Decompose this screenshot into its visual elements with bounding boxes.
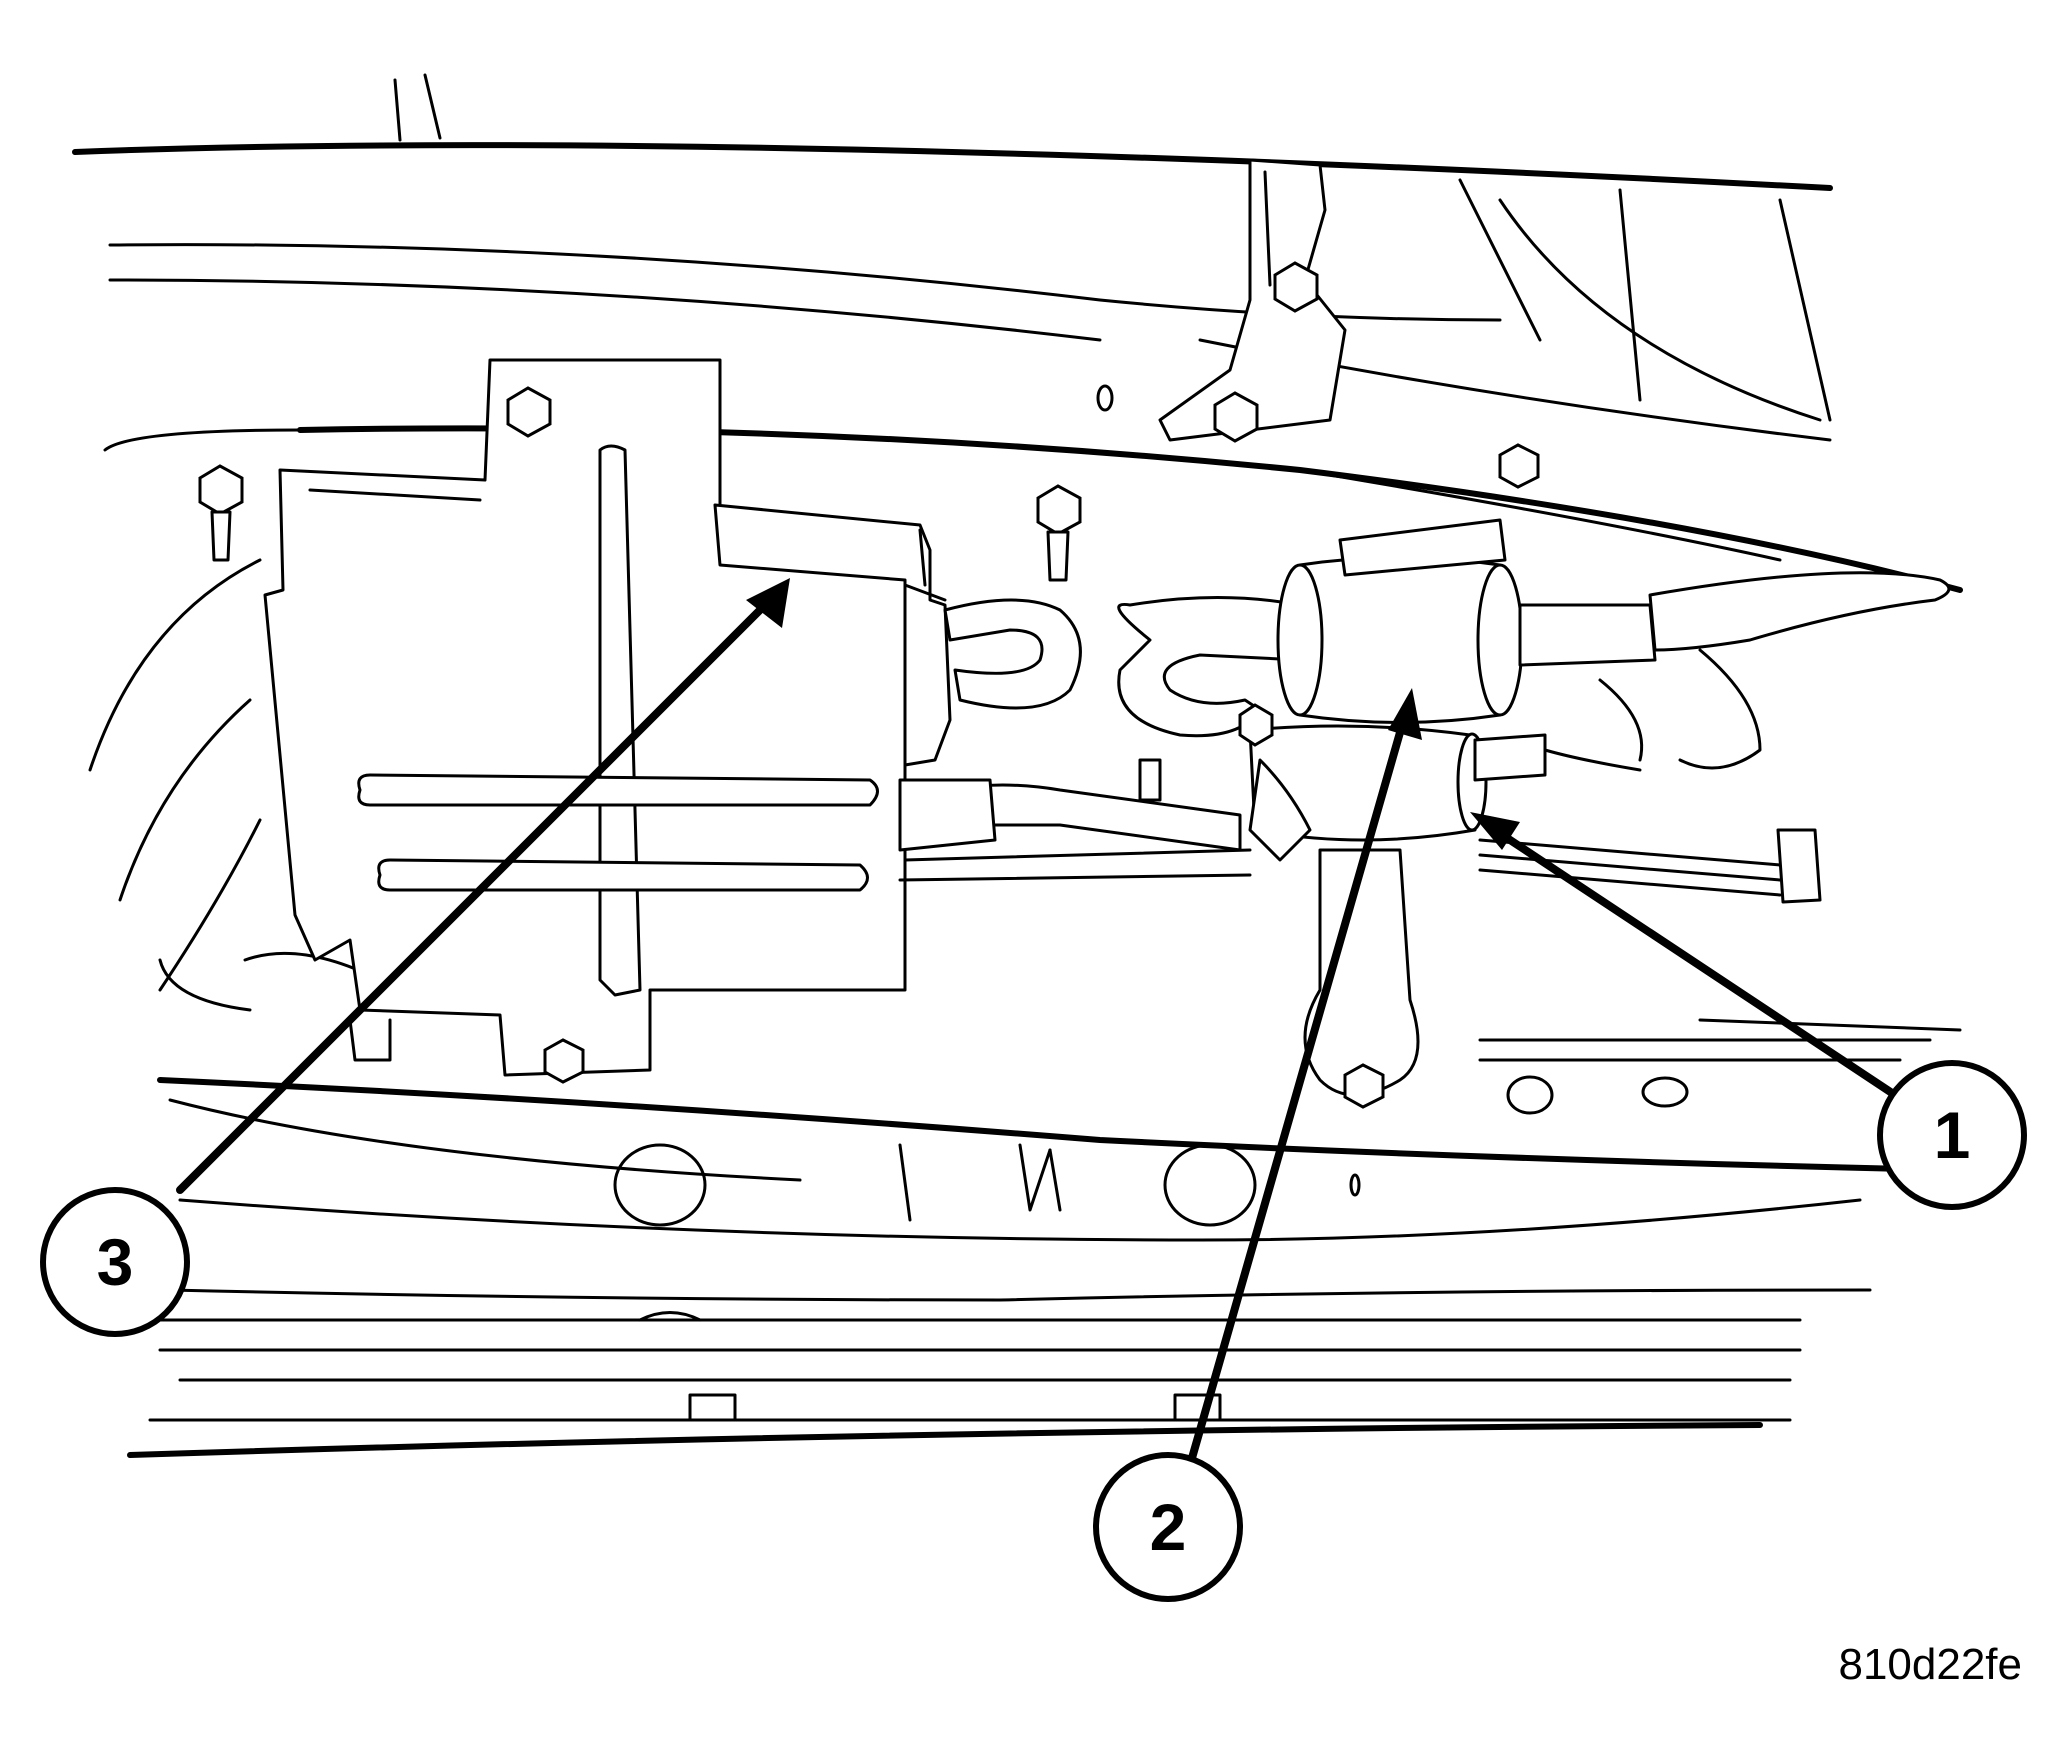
leader-arrows [176,578,1899,1469]
callout-2: 2 [1093,1452,1243,1602]
bolt-icon [1036,484,1082,582]
leader-arrow-2 [1186,688,1422,1469]
mounting-bolts [198,261,1540,1109]
bolt-icon [1213,391,1259,443]
bolt-icon [543,1038,585,1084]
vapor-lines [898,758,1822,904]
bolt-icon [1238,703,1274,747]
lower-frame-rail [118,1018,1962,1458]
bolt-icon [1498,443,1540,489]
callout-2-label: 2 [1150,1490,1187,1564]
callout-3: 3 [40,1187,190,1337]
vent-solenoid [1248,724,1642,1097]
bolt-icon [198,464,244,562]
callout-1: 1 [1877,1060,2027,1210]
background-contours [88,558,382,1012]
vent-filter [1276,518,1951,770]
callout-1-label: 1 [1934,1098,1971,1172]
evap-canister [713,503,1302,767]
leader-arrow-1 [1470,812,1899,1099]
bolt-icon [1273,261,1319,313]
callout-3-label: 3 [97,1225,134,1299]
canister-shield [263,358,907,1077]
figure-id: 810d22fe [1838,1640,2022,1689]
bolt-icon [1343,1063,1385,1109]
leader-arrow-3 [176,578,790,1194]
bolt-icon [506,386,552,438]
